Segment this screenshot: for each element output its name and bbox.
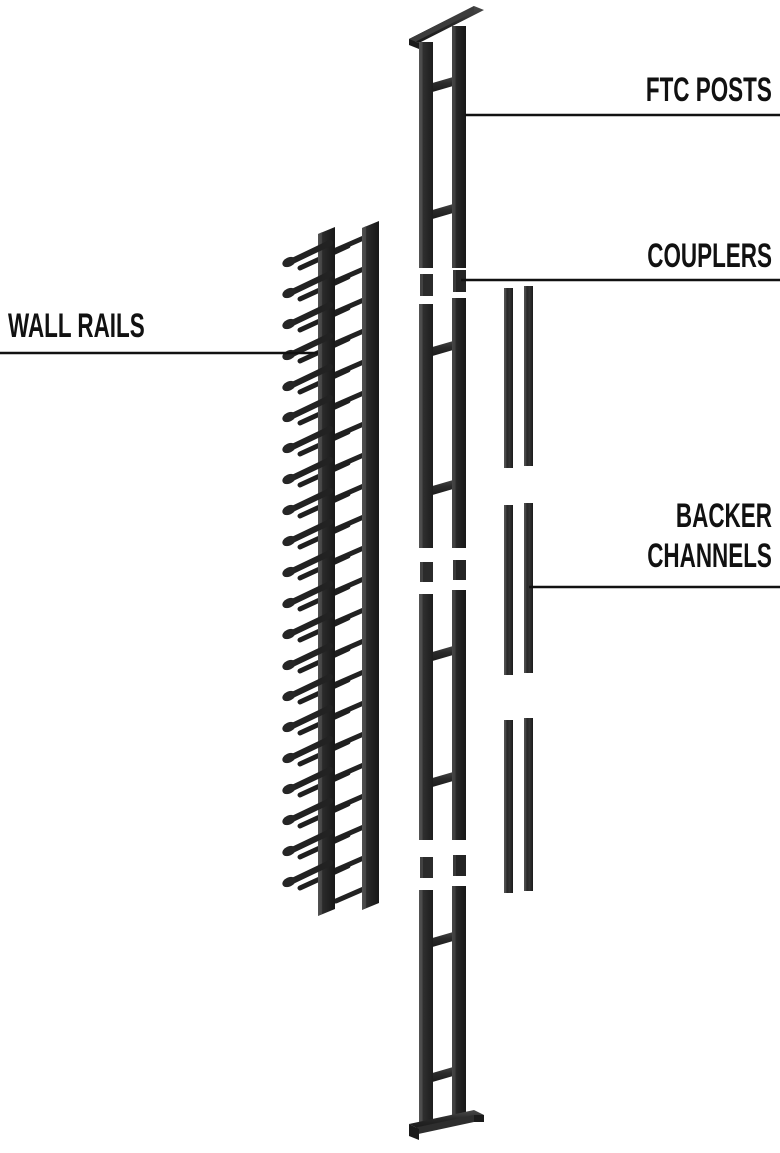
- coupler-joint-3: [420, 855, 466, 878]
- label-couplers: COUPLERS: [647, 237, 772, 275]
- ftc-posts-part: [409, 6, 484, 1140]
- post-bottom-base-plate: [409, 1110, 484, 1140]
- wall-rail-pegs-front: [282, 240, 333, 888]
- wall-rail-rear: [362, 221, 379, 910]
- label-backer-channels-line2: CHANNELS: [647, 537, 772, 575]
- callout-leader-lines: [0, 113, 780, 589]
- coupler-joint-2: [420, 560, 466, 582]
- coupler-joint-1: [420, 270, 466, 296]
- label-wall-rails: WALL RAILS: [8, 307, 145, 345]
- post-top-cap-plate: [409, 6, 484, 49]
- label-backer-channels-line1: BACKER: [676, 497, 772, 535]
- wall-rails-part: [282, 221, 379, 916]
- wall-rail-front: [318, 227, 335, 916]
- backer-channels-part: [504, 286, 533, 893]
- label-ftc-posts: FTC POSTS: [646, 71, 772, 109]
